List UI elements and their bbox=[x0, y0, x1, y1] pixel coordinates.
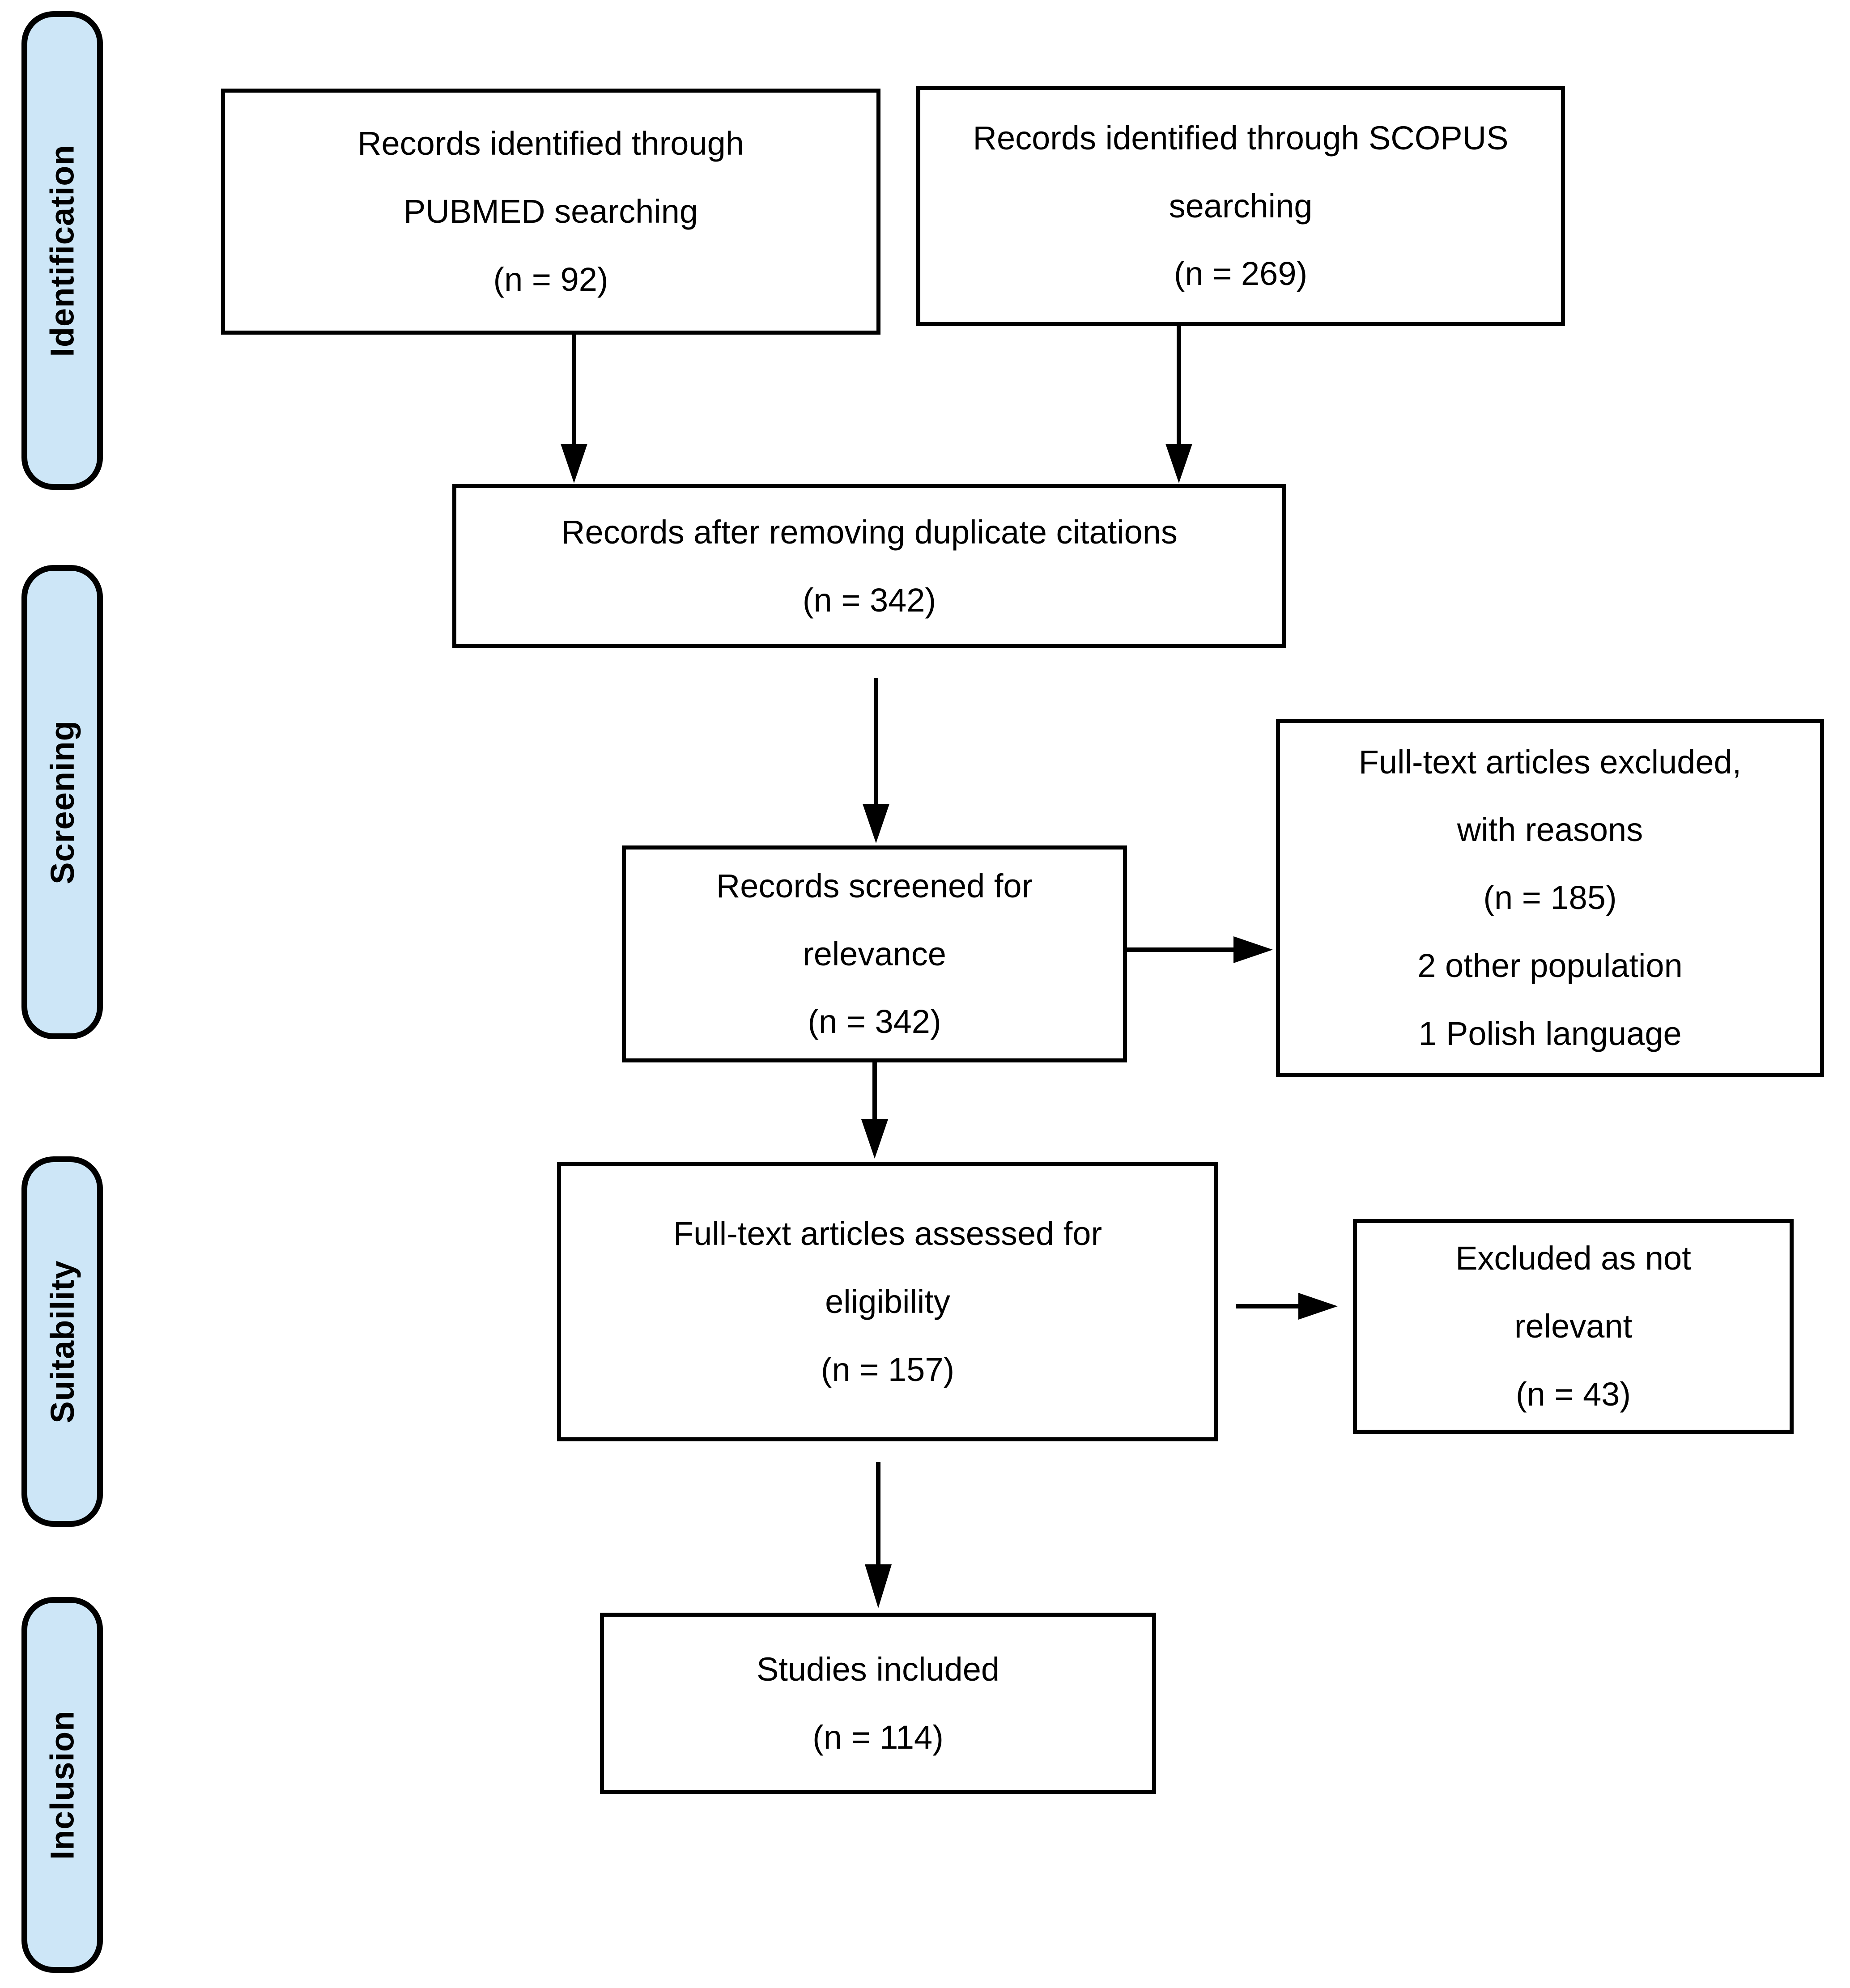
arrow-assessed-to-included bbox=[865, 1462, 892, 1608]
box-fulltext-assessed: Full-text articles assessed for eligibil… bbox=[557, 1162, 1218, 1441]
box-excluded-not-relevant: Excluded as not relevant (n = 43) bbox=[1353, 1219, 1794, 1434]
stage-inclusion: Inclusion bbox=[21, 1597, 103, 1973]
box-studies-included-text: Studies included (n = 114) bbox=[756, 1650, 1000, 1756]
box-records-identified-pubmed: Records identified through PUBMED search… bbox=[221, 89, 880, 335]
box-studies-included: Studies included (n = 114) bbox=[600, 1613, 1156, 1794]
stage-suitability-label: Suitability bbox=[43, 1260, 81, 1423]
box-records-identified-scopus: Records identified through SCOPUS search… bbox=[916, 86, 1565, 326]
arrow-screened-to-ft-excluded bbox=[1127, 936, 1273, 963]
box-records-screened: Records screened for relevance (n = 342) bbox=[622, 845, 1127, 1062]
box-records-identified-pubmed-text: Records identified through PUBMED search… bbox=[357, 125, 744, 298]
arrow-scopus-to-dedup bbox=[1165, 326, 1192, 483]
stage-identification-label: Identification bbox=[43, 144, 81, 357]
stage-screening-label: Screening bbox=[43, 720, 81, 884]
stage-inclusion-label: Inclusion bbox=[43, 1710, 81, 1860]
box-fulltext-excluded-text: Full-text articles excluded, with reason… bbox=[1358, 743, 1742, 1052]
stage-identification: Identification bbox=[21, 11, 103, 490]
arrow-dedup-to-screened bbox=[863, 678, 889, 843]
stage-screening: Screening bbox=[21, 565, 103, 1039]
box-records-identified-scopus-text: Records identified through SCOPUS search… bbox=[973, 119, 1509, 293]
box-fulltext-excluded: Full-text articles excluded, with reason… bbox=[1276, 719, 1824, 1077]
box-records-screened-text: Records screened for relevance (n = 342) bbox=[716, 867, 1033, 1041]
box-records-after-deduplication: Records after removing duplicate citatio… bbox=[452, 484, 1286, 648]
box-records-after-deduplication-text: Records after removing duplicate citatio… bbox=[561, 513, 1178, 619]
arrow-pubmed-to-dedup bbox=[561, 335, 587, 483]
stage-suitability: Suitability bbox=[21, 1156, 103, 1527]
box-excluded-not-relevant-text: Excluded as not relevant (n = 43) bbox=[1455, 1240, 1691, 1413]
box-fulltext-assessed-text: Full-text articles assessed for eligibil… bbox=[673, 1215, 1102, 1388]
arrow-screened-to-assessed bbox=[861, 1062, 888, 1159]
arrow-assessed-to-not-relevant bbox=[1236, 1293, 1338, 1320]
